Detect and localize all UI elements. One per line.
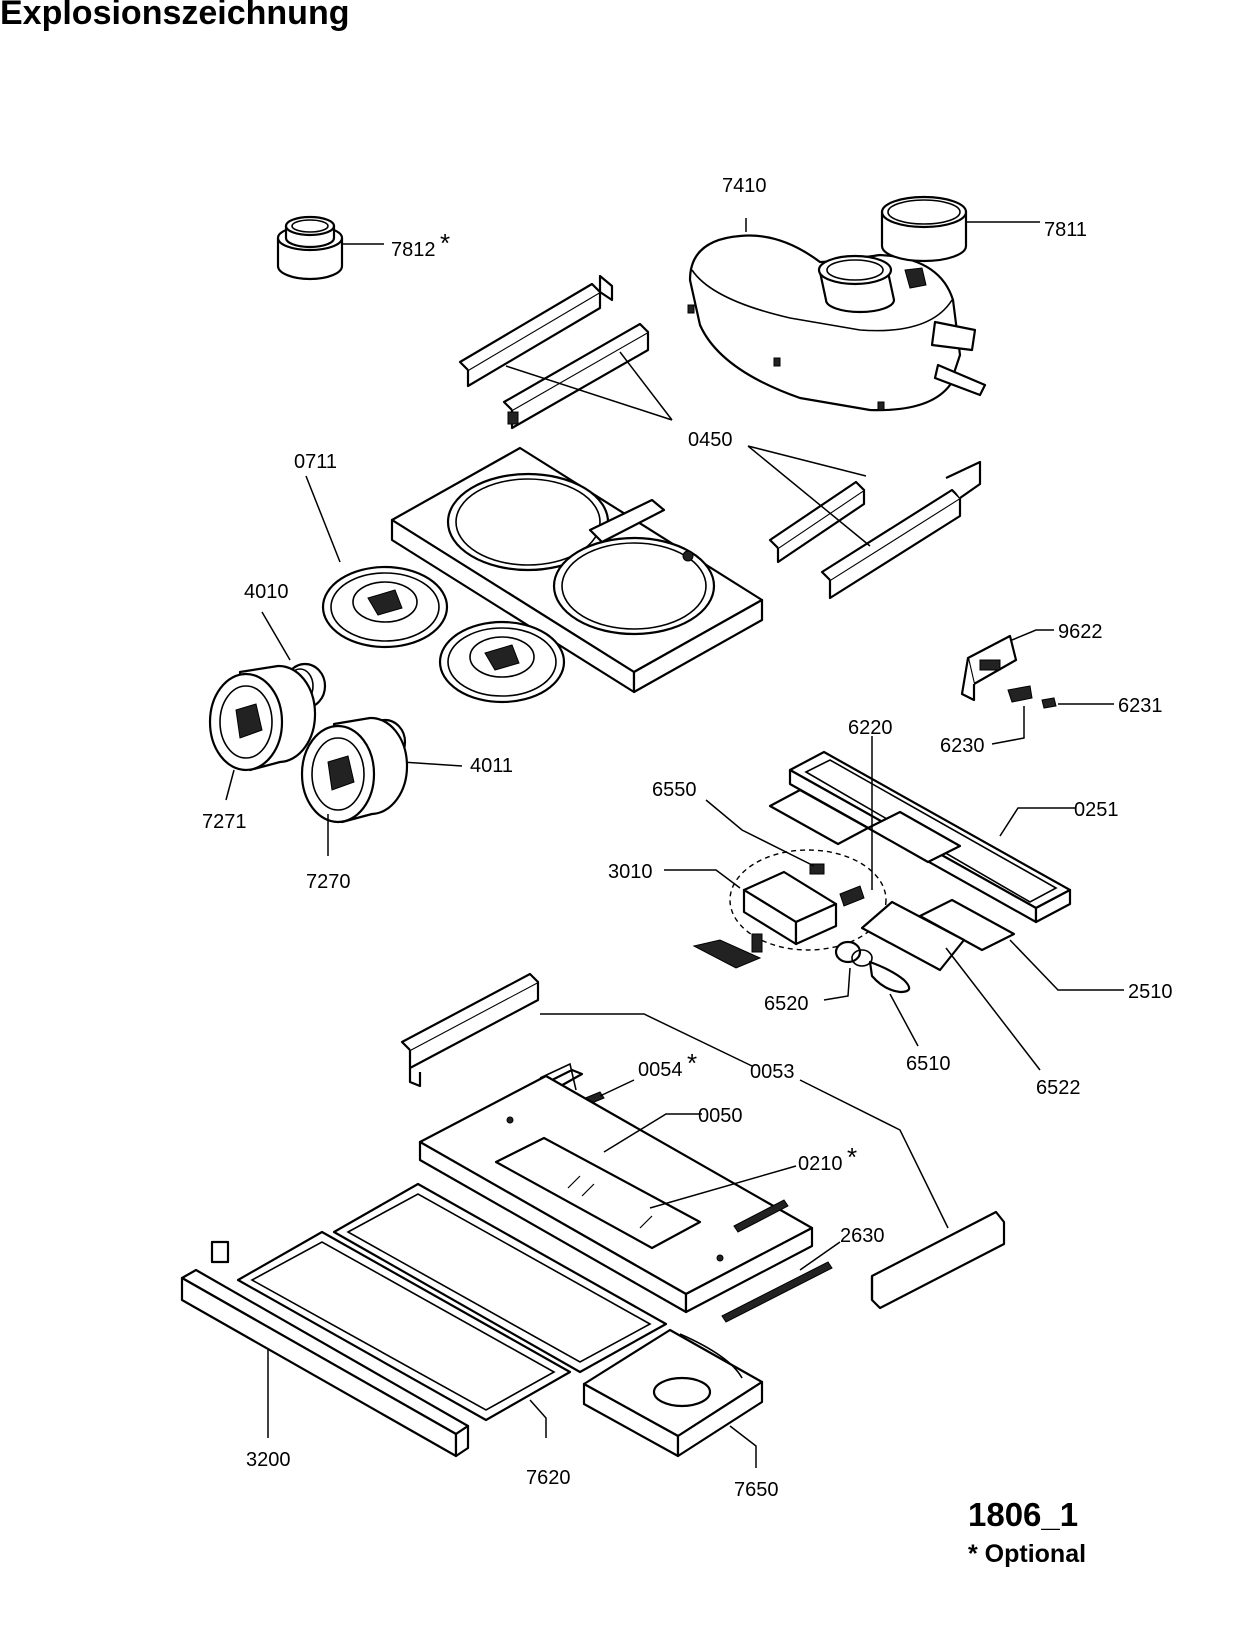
label-2630: 2630 <box>840 1225 885 1247</box>
part-3010-control-box <box>664 849 887 969</box>
label-7620: 7620 <box>526 1467 571 1489</box>
label-0450: 0450 <box>688 429 733 451</box>
label-6231: 6231 <box>1118 695 1163 717</box>
label-4010: 4010 <box>244 581 289 603</box>
part-0450-mounting-rails <box>458 274 982 600</box>
label-0210: 0210 <box>798 1153 843 1175</box>
label-0054: 0054 <box>638 1059 683 1081</box>
part-7270-impeller <box>300 716 409 856</box>
label-3200: 3200 <box>246 1449 291 1471</box>
part-7811-outlet-collar <box>880 195 1040 289</box>
optional-marker-7812: * <box>440 228 450 258</box>
label-4011: 4011 <box>470 755 513 777</box>
label-6220: 6220 <box>848 717 893 739</box>
label-0050: 0050 <box>698 1105 743 1127</box>
label-6522: 6522 <box>1036 1077 1081 1099</box>
part-6220-terminal <box>839 736 873 907</box>
part-6522-lamp-cover <box>860 900 1041 1071</box>
label-0053: 0053 <box>750 1061 795 1083</box>
label-6520: 6520 <box>764 993 809 1015</box>
label-7650: 7650 <box>734 1479 779 1501</box>
fan-spider-upper <box>321 565 449 649</box>
label-7812: 7812 <box>391 239 436 261</box>
label-7271: 7271 <box>202 811 247 833</box>
part-labels: 7812 * 7410 7811 0450 0711 4010 4011 727… <box>202 175 1173 1501</box>
part-7271-impeller <box>208 664 317 801</box>
label-7270: 7270 <box>306 871 351 893</box>
label-6230: 6230 <box>940 735 985 757</box>
label-3010: 3010 <box>608 861 653 883</box>
part-6510-bulb <box>868 960 919 1047</box>
page-title: Explosionszeichnung <box>0 0 350 32</box>
part-2510-glass-panel <box>1009 939 1124 991</box>
part-0053-side-rails <box>400 972 1006 1310</box>
label-0711: 0711 <box>294 451 337 473</box>
part-9622-switch-module <box>960 629 1054 702</box>
label-6510: 6510 <box>906 1053 951 1075</box>
part-0210-window-glass <box>494 1136 797 1250</box>
part-7650-filter-box <box>582 1328 764 1468</box>
label-0251: 0251 <box>1074 799 1119 821</box>
part-6231-clip <box>1041 697 1114 709</box>
part-3200-front-strip <box>180 1240 470 1458</box>
part-0251-lamp-frame <box>768 750 1076 952</box>
part-2630-strip <box>721 1241 841 1323</box>
label-7410: 7410 <box>722 175 767 197</box>
label-6550: 6550 <box>652 779 697 801</box>
optional-marker-0054: * <box>687 1048 697 1078</box>
part-6230-connector <box>991 685 1033 745</box>
part-6520-lamp-socket <box>823 940 873 1001</box>
diagram-id: 1806_1 <box>968 1496 1079 1533</box>
label-9622: 9622 <box>1058 621 1103 643</box>
optional-marker-0210: * <box>847 1142 857 1172</box>
fan-spider-lower <box>438 620 566 704</box>
part-7812-adapter-ring <box>276 215 384 281</box>
optional-note: * Optional <box>968 1540 1087 1568</box>
label-7811: 7811 <box>1044 219 1087 241</box>
label-2510: 2510 <box>1128 981 1173 1003</box>
part-6550-connector <box>705 799 825 875</box>
part-0711-fan-plate <box>305 446 764 694</box>
part-7620-grease-filters <box>236 1182 668 1438</box>
